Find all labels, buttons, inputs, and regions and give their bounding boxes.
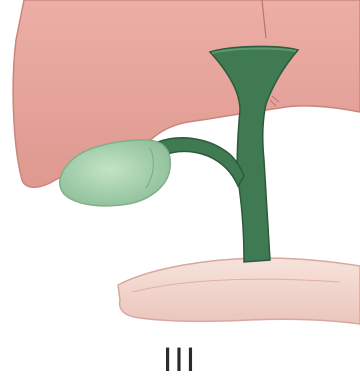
liver xyxy=(13,0,360,187)
figure-label: III xyxy=(0,340,360,380)
duodenum xyxy=(118,258,360,324)
